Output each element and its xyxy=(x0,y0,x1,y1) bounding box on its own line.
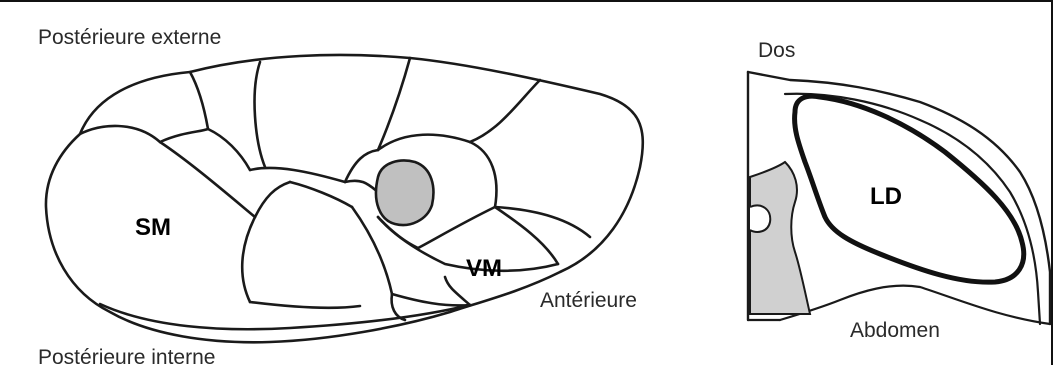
label-sm-muscle: SM xyxy=(135,216,171,240)
ld-muscle-outline xyxy=(795,96,1024,282)
label-vm-muscle: VM xyxy=(466,257,502,281)
label-anterior: Antérieure xyxy=(540,290,637,311)
label-ld-muscle: LD xyxy=(870,185,902,209)
label-posterior-external: Postérieure externe xyxy=(38,27,221,48)
femur-bone xyxy=(376,161,433,225)
label-back: Dos xyxy=(758,40,795,61)
label-abdomen: Abdomen xyxy=(850,320,940,341)
vertebra-region xyxy=(750,162,810,314)
thigh-cross-section xyxy=(0,2,700,367)
